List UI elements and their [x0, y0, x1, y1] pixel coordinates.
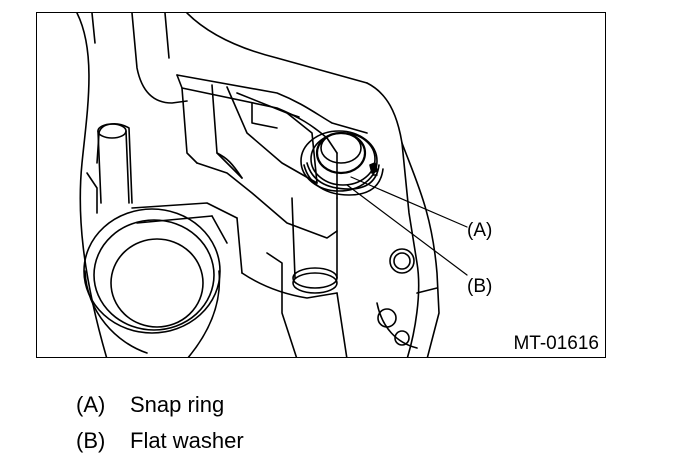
legend-key: (A) — [76, 392, 106, 417]
legend-item-flat-washer: (B) Flat washer — [76, 430, 244, 452]
callout-a-label: (A) — [467, 220, 493, 241]
transmission-case-drawing — [76, 13, 468, 357]
legend-key: (B) — [76, 428, 106, 453]
legend-item-snap-ring: (A) Snap ring — [76, 394, 224, 416]
figure-code: MT-01616 — [513, 333, 599, 354]
callout-b-label: (B) — [467, 276, 493, 297]
illustration-frame: (A) (B) MT-01616 — [36, 12, 606, 358]
legend-text: Flat washer — [130, 428, 244, 453]
legend-text: Snap ring — [130, 392, 225, 417]
